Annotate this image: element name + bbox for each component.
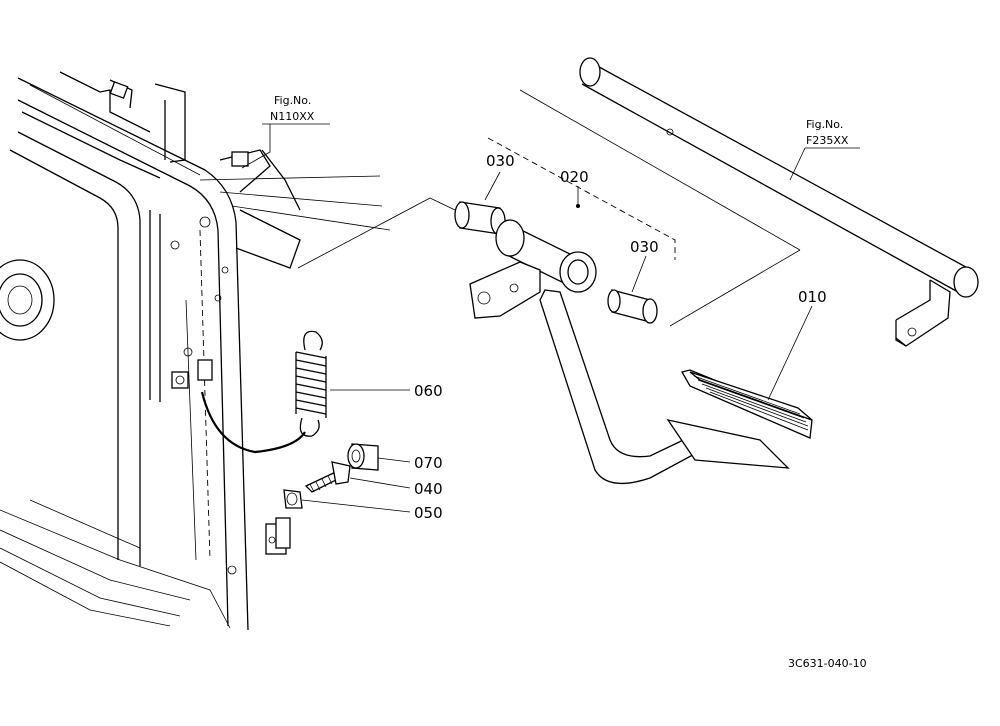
leader-lines	[241, 123, 860, 513]
part-label-010: 010	[798, 288, 827, 306]
part-label-060: 060	[414, 382, 443, 400]
part-label-070: 070	[414, 454, 443, 472]
spacer-collar-070	[347, 443, 379, 471]
group-bracket	[487, 137, 676, 260]
figure-ref-f235xx: Fig.No. F235XX	[806, 118, 849, 147]
return-spring-drawing	[295, 330, 327, 437]
drawing-number: 3C631-040-10	[788, 657, 867, 670]
part-label-020: 020	[560, 168, 589, 186]
figure-ref-title: Fig.No.	[274, 94, 311, 107]
cross-shaft-drawing	[519, 57, 979, 347]
spring-hook-line	[200, 391, 306, 454]
tractor-frame-drawing	[0, 71, 391, 631]
brake-pedal-drawing	[454, 201, 813, 484]
part-label-030-right: 030	[630, 238, 659, 256]
bolt-040	[304, 461, 351, 493]
nut-050	[283, 489, 303, 509]
figure-ref-title: Fig.No.	[806, 118, 843, 131]
part-label-050: 050	[414, 504, 443, 522]
figure-ref-number: N110XX	[270, 110, 315, 123]
figure-ref-number: F235XX	[806, 134, 849, 147]
figure-ref-n110xx: Fig.No. N110XX	[270, 94, 315, 123]
part-label-030-left: 030	[486, 152, 515, 170]
part-label-040: 040	[414, 480, 443, 498]
pedal-tread-texture	[693, 375, 809, 431]
